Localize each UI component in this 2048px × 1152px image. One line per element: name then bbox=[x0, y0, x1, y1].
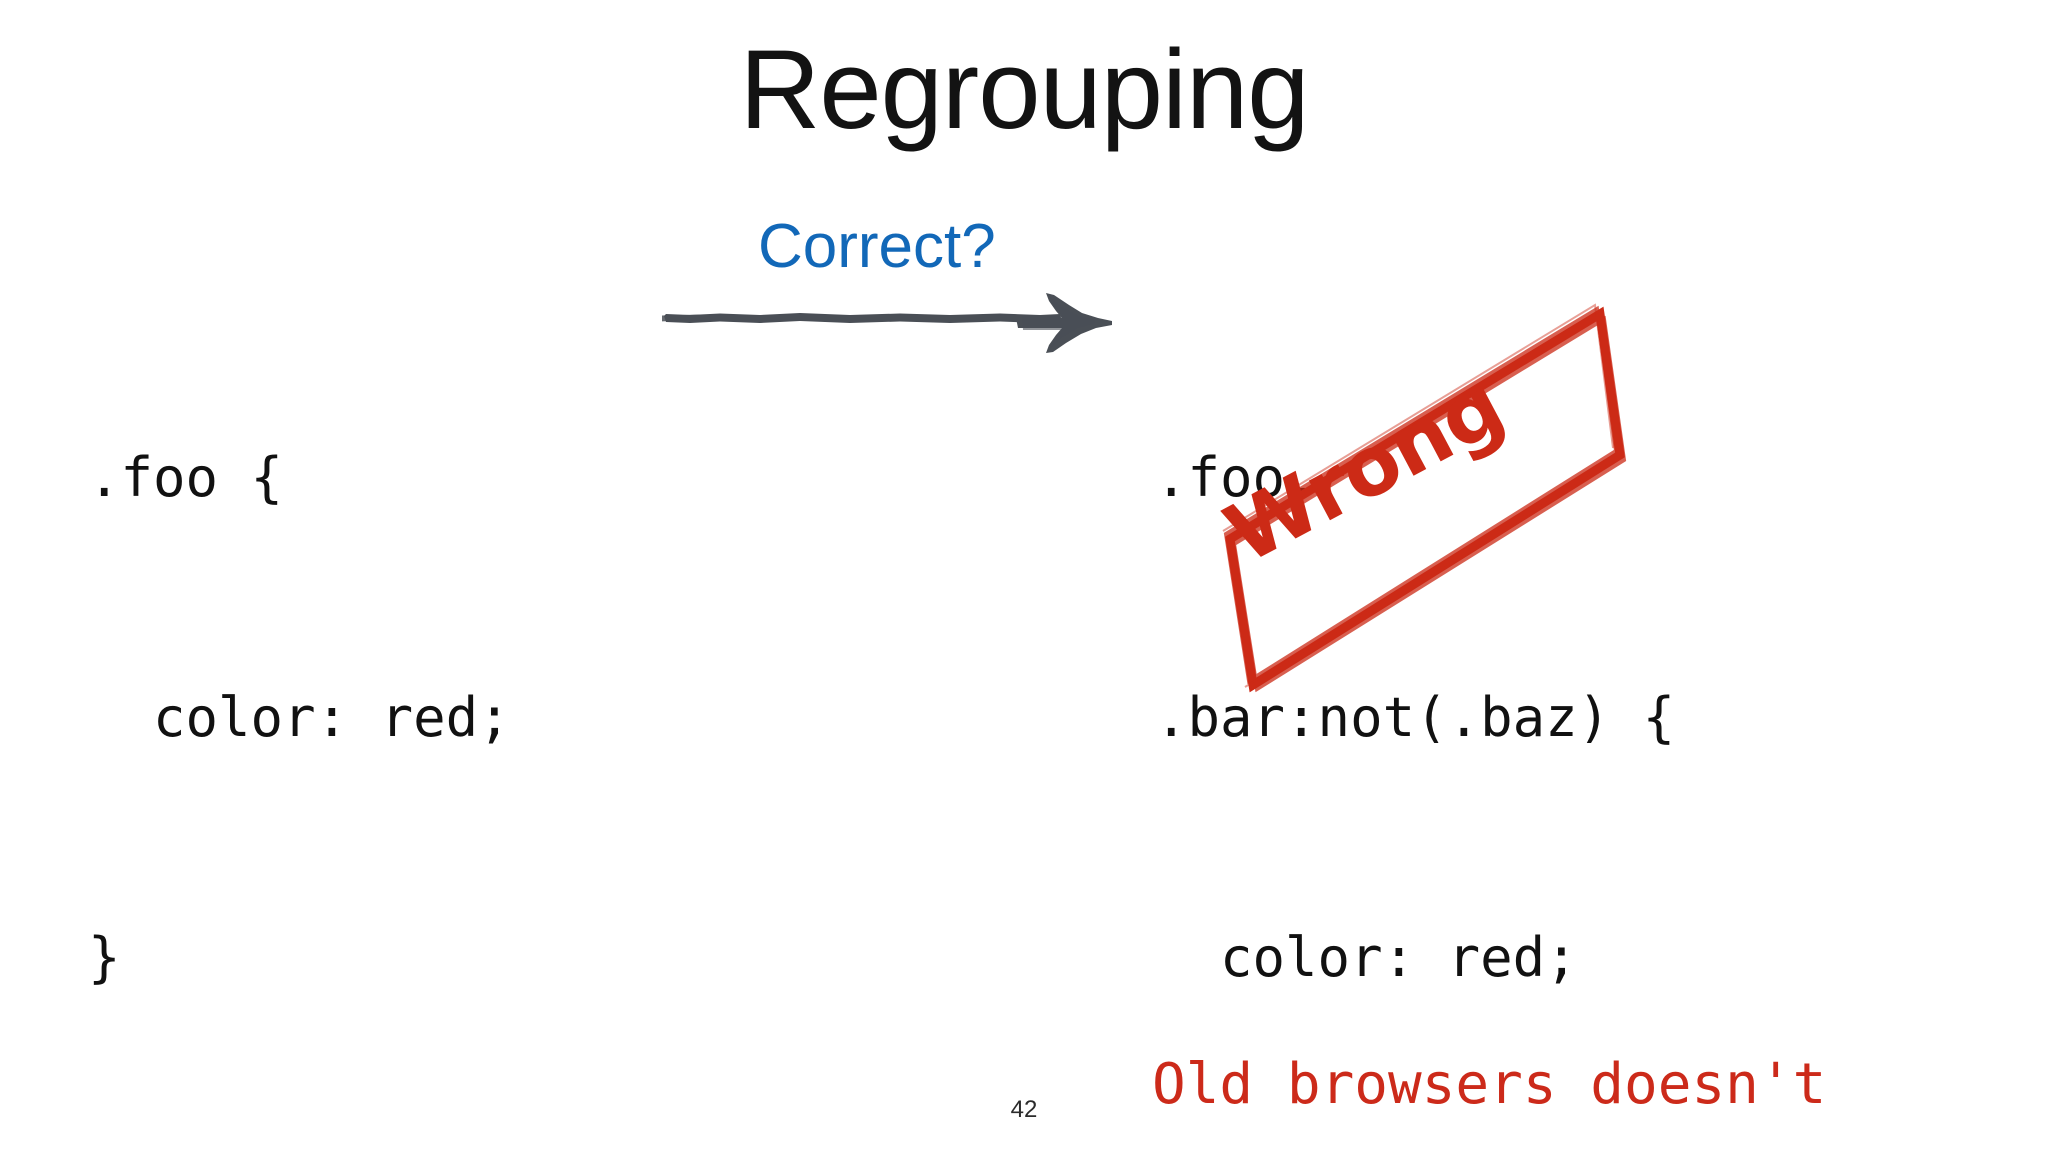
transform-label: Correct? bbox=[758, 212, 996, 281]
code-line: .bar:not(.baz) { bbox=[1155, 686, 1676, 749]
page-number: 42 bbox=[1010, 1096, 1038, 1123]
page-title: Regrouping bbox=[739, 27, 1309, 152]
footnote-line: Old browsers doesn't bbox=[1152, 1052, 1827, 1117]
footnote-note: Old browsers doesn't support for :not() bbox=[1152, 880, 1826, 1152]
code-line: } bbox=[88, 926, 121, 989]
code-line: color: red; bbox=[1155, 926, 1578, 989]
code-block-after: .foo, .bar:not(.baz) { color: red; } bbox=[1155, 278, 1675, 1152]
code-line: .foo { bbox=[88, 446, 284, 509]
arrow-right-icon bbox=[662, 293, 1112, 353]
code-line: color: red; bbox=[88, 686, 511, 749]
code-block-before: .foo { color: red; } .bar:not(.baz) { co… bbox=[88, 278, 608, 1152]
